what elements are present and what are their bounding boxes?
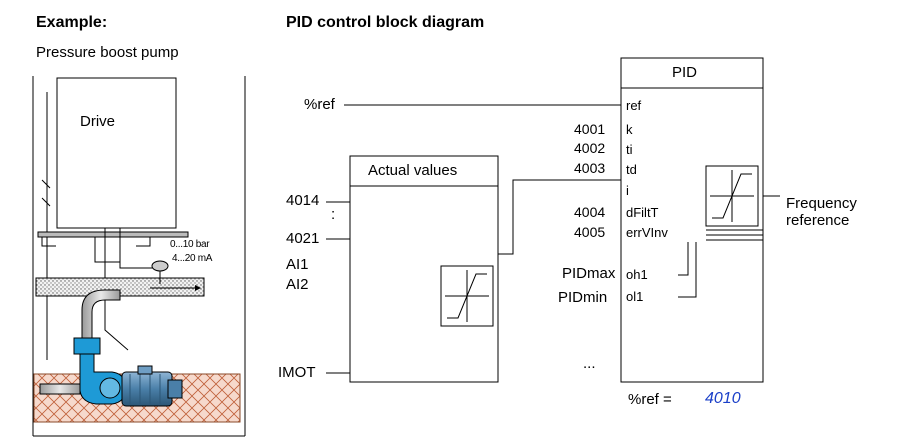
ref-formula-value: 4010 bbox=[705, 390, 741, 407]
param-4001: 4001 bbox=[574, 121, 606, 137]
param-4003: 4003 bbox=[574, 160, 606, 176]
drive-box bbox=[56, 77, 177, 229]
label-pidmin: PIDmin bbox=[558, 289, 608, 306]
drive-label: Drive bbox=[80, 113, 116, 130]
sensor-range-ma: 4...20 mA bbox=[172, 253, 213, 264]
ref-input-label: %ref bbox=[304, 96, 335, 113]
param-4005: 4005 bbox=[574, 224, 606, 240]
figure-frame bbox=[32, 76, 246, 437]
port-ti: ti bbox=[626, 142, 633, 157]
port-ol1: ol1 bbox=[626, 289, 644, 304]
input-imot: IMOT bbox=[278, 364, 316, 381]
diagram-heading: PID control block diagram bbox=[286, 14, 485, 31]
pump-illustration bbox=[33, 77, 241, 423]
input-ai2: AI2 bbox=[286, 276, 309, 293]
input-4014: 4014 bbox=[286, 192, 320, 209]
port-k: k bbox=[626, 122, 633, 137]
example-heading: Example: bbox=[36, 14, 108, 31]
pid-block-title: PID bbox=[672, 64, 698, 81]
label-pidmax: PIDmax bbox=[562, 265, 616, 282]
frequency-reference-label: Frequency reference bbox=[786, 195, 857, 230]
ref-formula-prefix: %ref = bbox=[628, 391, 672, 408]
param-4002: 4002 bbox=[574, 140, 606, 156]
port-dfiltt: dFiltT bbox=[626, 205, 659, 220]
ellipsis: ... bbox=[583, 355, 596, 372]
port-td: td bbox=[626, 162, 637, 177]
example-subtitle: Pressure boost pump bbox=[36, 44, 179, 61]
pressure-sensor-icon bbox=[151, 260, 169, 284]
input-continuation-dots: : bbox=[331, 206, 336, 223]
port-i: i bbox=[626, 183, 629, 198]
input-4021: 4021 bbox=[286, 230, 320, 247]
param-4004: 4004 bbox=[574, 204, 606, 220]
actual-values-title: Actual values bbox=[368, 162, 458, 179]
pump-icon bbox=[39, 337, 127, 405]
motor-icon bbox=[121, 365, 183, 407]
port-ref: ref bbox=[626, 98, 642, 113]
pid-block-diagram bbox=[326, 57, 780, 383]
limiter-icon bbox=[440, 265, 494, 327]
port-oh1: oh1 bbox=[626, 267, 648, 282]
port-errvinv: errVInv bbox=[626, 225, 668, 240]
sensor-range-bar: 0...10 bar bbox=[170, 239, 210, 250]
pid-limiter-icon bbox=[705, 165, 759, 227]
input-ai1: AI1 bbox=[286, 256, 309, 273]
